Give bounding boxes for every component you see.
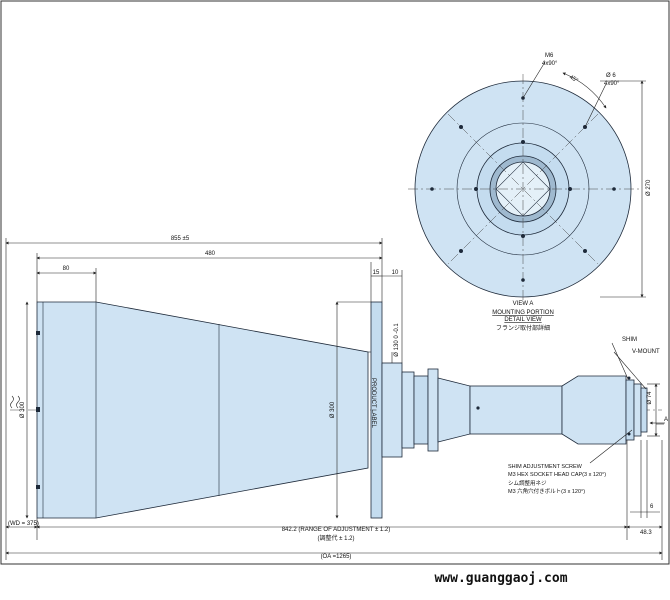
screw-label-1: SHIM ADJUSTMENT SCREW: [508, 464, 583, 470]
watermark: www.guanggaoj.com: [434, 571, 567, 586]
shim-label: SHIM: [622, 337, 637, 343]
dim-d300-left: Ø 300: [20, 401, 26, 418]
bottom-dimensions: [5, 440, 663, 560]
break-mark: [10, 395, 20, 409]
dim-480: 480: [205, 251, 216, 257]
dim-wd: (WD = 375): [8, 521, 39, 527]
m6-label: M6: [545, 53, 554, 59]
dim-d130: Ø 130 0 -0.1: [394, 323, 400, 357]
dim-oa: (OA =1265): [321, 554, 352, 560]
view-title: VIEW A: [513, 301, 534, 307]
product-label: PRODUCT LABEL: [370, 378, 376, 429]
dim-adjust-jp: (調整代 ± 1.2): [318, 534, 355, 542]
lens-body: [36, 301, 648, 519]
dim-10: 10: [392, 270, 399, 276]
m6-qty-label: 4x90°: [542, 61, 558, 67]
angle-label: 45°: [568, 75, 579, 85]
dim-d74: Ø 74: [647, 391, 653, 405]
view-jp-label: フランジ取付部詳細: [496, 324, 550, 332]
screw-label-4: M3 六角穴付きボルト(3 x 120°): [508, 487, 585, 495]
top-dimensions: [5, 238, 665, 560]
hole-qty-label: 4x90°: [604, 81, 620, 87]
view-dia-label: Ø 270: [646, 179, 652, 196]
view-subtitle-2: DETAIL VIEW: [504, 317, 542, 323]
dim-overall: 855 ±5: [171, 236, 190, 242]
drawing-frame: [0, 0, 670, 565]
hole-label: Ø 6: [606, 73, 616, 79]
dim-right: 48.3: [640, 530, 652, 536]
dim-80: 80: [63, 266, 70, 272]
dim-adjust: 842.2 (RANGE OF ADJUSTMENT ± 1.2): [282, 527, 391, 533]
vmount-label: V-MOUNT: [632, 349, 660, 355]
a-arrow-label: A: [664, 417, 668, 423]
dim-d300-mid: Ø 300: [330, 401, 336, 418]
view-a-flange: [408, 61, 646, 304]
dim-15: 15: [373, 270, 380, 276]
screw-label-3: シム調整用ネジ: [508, 479, 547, 487]
screw-label-2: M3 HEX SOCKET HEAD CAP(3 x 120°): [508, 472, 606, 478]
view-subtitle: MOUNTING PORTION: [492, 310, 554, 316]
dim-6: 6: [650, 504, 654, 510]
